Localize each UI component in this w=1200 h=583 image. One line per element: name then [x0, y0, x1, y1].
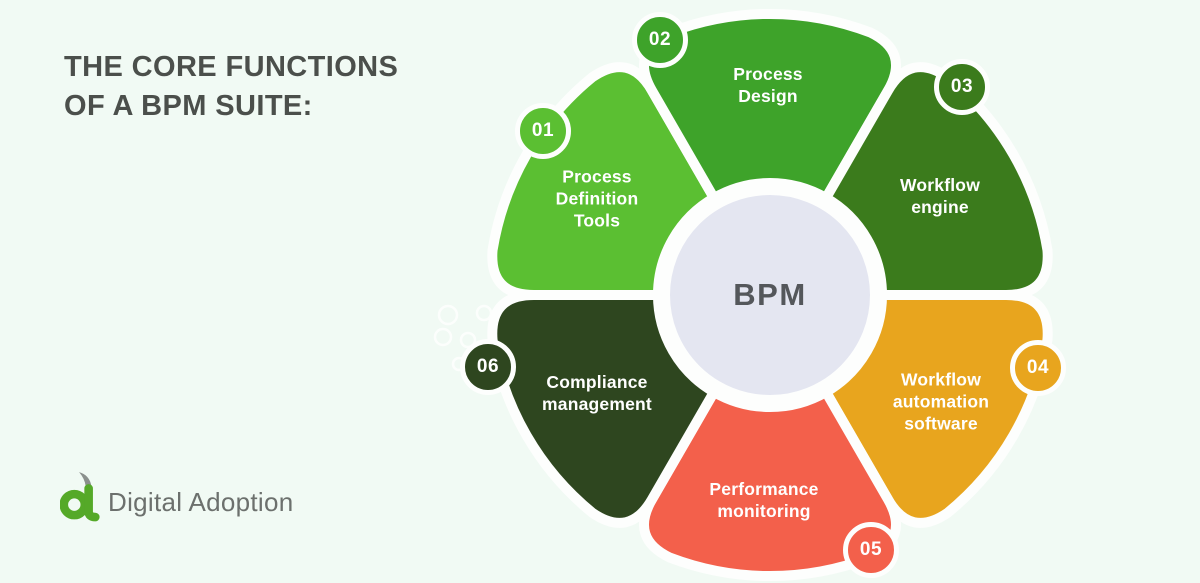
petal-label-06: Compliance management — [487, 371, 707, 415]
title-line-1: THE CORE FUNCTIONS — [64, 51, 399, 83]
petal-label-line: Design — [738, 86, 798, 106]
petal-label-line: automation — [892, 391, 990, 412]
petal-label-line: Compliance — [546, 371, 648, 392]
petal-badge-number: 04 — [1026, 357, 1050, 378]
petal-label-05: Performance monitoring — [654, 478, 874, 522]
petal-label-line: Process — [562, 166, 632, 187]
bpm-center-label: BPM — [733, 277, 807, 312]
petal-label-line: Tools — [573, 211, 621, 232]
petal-label-04: Workflow automation software — [831, 369, 1051, 436]
petal-badge-03: 03 — [934, 59, 990, 115]
petal-label-line: Performance — [709, 478, 819, 499]
petal-label-line: Workflow — [899, 174, 981, 195]
petal-label-line: engine — [911, 197, 969, 217]
petal-badge-02: 02 — [632, 12, 688, 68]
petal-badge-number: 06 — [476, 356, 500, 377]
petal-badge-05: 05 — [843, 522, 899, 578]
digital-adoption-logo-mark — [60, 472, 100, 522]
digital-adoption-logo: Digital Adoption — [60, 472, 293, 522]
page-title: THE CORE FUNCTIONS OF A BPM SUITE: — [64, 48, 398, 126]
decor-bubble — [433, 327, 453, 347]
petal-badge-number: 03 — [950, 76, 974, 97]
petal-label-01: Process Definition Tools — [487, 166, 707, 233]
decor-bubble — [437, 304, 459, 326]
petal-label-line: software — [904, 414, 978, 435]
petal-label-line: Definition — [555, 188, 639, 209]
petal-badge-number: 05 — [859, 539, 883, 560]
petal-label-02: Process Design — [658, 63, 878, 107]
petal-label-line: monitoring — [717, 501, 811, 521]
petal-badge-number: 02 — [648, 29, 672, 50]
petal-badge-06: 06 — [460, 339, 516, 395]
digital-adoption-logo-text: Digital Adoption — [108, 486, 294, 517]
logo-a-stem — [84, 484, 100, 522]
petal-label-line: Workflow — [900, 369, 982, 390]
logo-a-bowl — [60, 489, 90, 520]
petal-badge-04: 04 — [1010, 340, 1066, 396]
petal-badge-01: 01 — [515, 103, 571, 159]
petal-label-line: management — [542, 394, 652, 414]
decor-bubble — [475, 304, 493, 322]
petal-label-03: Workflow engine — [830, 174, 1050, 218]
petal-badge-number: 01 — [531, 120, 555, 141]
leaf-icon — [79, 472, 92, 487]
title-line-2: OF A BPM SUITE: — [64, 90, 313, 122]
petal-label-line: Process — [733, 63, 803, 84]
